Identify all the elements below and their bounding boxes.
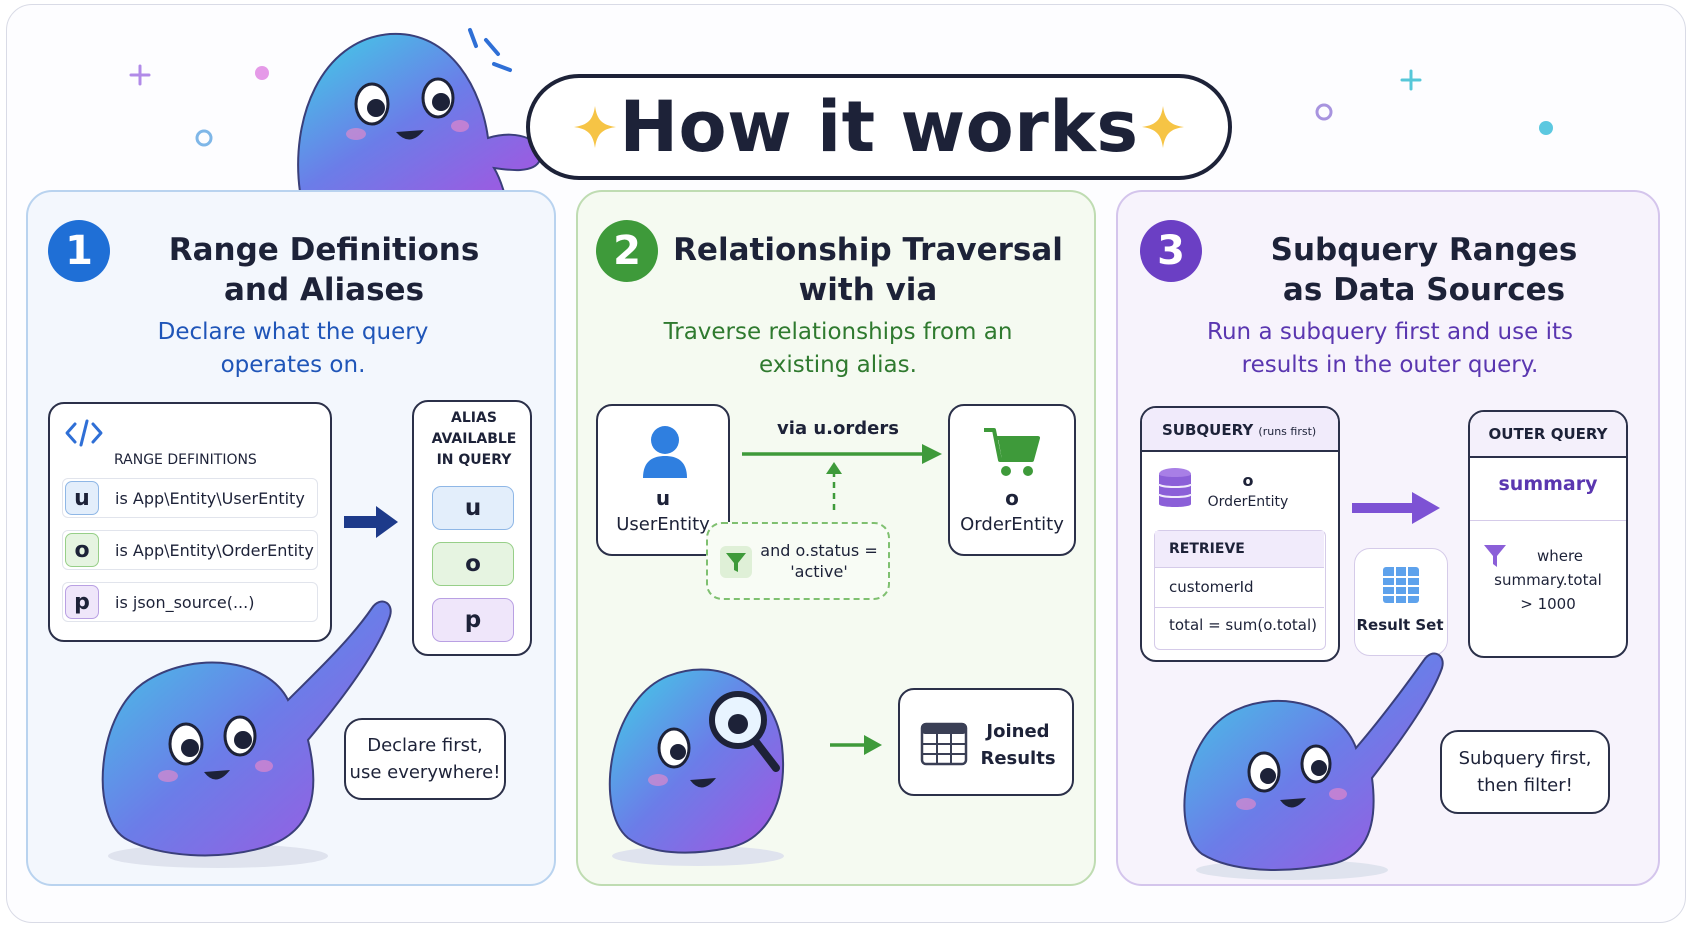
alias-chip: o <box>65 533 99 567</box>
filter-condition: and o.status = 'active' <box>760 541 878 581</box>
range-row-text: is App\Entity\UserEntity <box>115 488 305 508</box>
retrieve-table: RETRIEVE customerId total = sum(o.total) <box>1154 530 1326 650</box>
outer-where-clause: where summary.total > 1000 <box>1494 547 1602 613</box>
alias-chip: p <box>65 585 99 619</box>
confetti-dot-1 <box>255 66 269 80</box>
mascot-top <box>297 32 542 193</box>
speech-bubble: Declare first, use everywhere! <box>344 718 506 800</box>
alias-u: u <box>432 486 514 530</box>
range-definitions-label: RANGE DEFINITIONS <box>114 452 257 468</box>
filter-icon <box>720 546 752 578</box>
panel-subtitle: Traverse relationships from an existing … <box>598 316 1078 382</box>
step-number-3: 3 <box>1140 220 1202 282</box>
panel-relationship-traversal: 2 Relationship Traversal with via Traver… <box>576 190 1096 886</box>
via-label: via u.orders <box>777 418 899 439</box>
speech-bubble: Subquery first, then filter! <box>1440 730 1610 814</box>
database-icon <box>1158 468 1192 507</box>
retrieve-row: customerId <box>1169 578 1254 596</box>
target-alias: o <box>1005 486 1019 510</box>
alias-available-box: ALIAS AVAILABLE IN QUERY u o p <box>412 400 532 656</box>
subquery-box: SUBQUERY (runs first) o OrderEntity RETR… <box>1140 406 1340 662</box>
alias-o: o <box>432 542 514 586</box>
title-pill: How it works <box>526 74 1232 180</box>
code-icon <box>65 419 103 447</box>
confetti-ring-1 <box>195 129 213 147</box>
joined-results-box: Joined Results <box>898 688 1074 796</box>
page-title: How it works <box>619 86 1139 168</box>
subquery-header <box>1142 408 1338 452</box>
panel-subtitle: Declare what the query operates on. <box>58 316 528 382</box>
confetti-dot-2 <box>1539 121 1553 135</box>
panel-heading: Relationship Traversal with via <box>658 230 1078 310</box>
table-icon <box>920 722 968 766</box>
range-row-text: is json_source(...) <box>115 592 255 612</box>
heading-line-1: Relationship Traversal <box>673 232 1063 268</box>
cart-icon <box>984 428 1040 476</box>
result-set-label: Result Set <box>1356 616 1444 634</box>
subtitle-line-1: Traverse relationships from an <box>663 319 1013 345</box>
heading-line-2: and Aliases <box>223 272 425 308</box>
alias-available-label: ALIAS AVAILABLE IN QUERY <box>431 410 517 468</box>
panel-subtitle: Run a subquery first and use its results… <box>1148 316 1632 382</box>
table-icon <box>1383 567 1419 603</box>
alias-p: p <box>432 598 514 642</box>
subtitle-line-1: Declare what the query <box>157 319 429 345</box>
outer-query-label: OUTER QUERY <box>1488 425 1608 443</box>
subtitle-line-2: results in the outer query. <box>1241 352 1539 378</box>
subtitle-line-1: Run a subquery first and use its <box>1207 319 1573 345</box>
right-arrow-icon <box>1352 492 1440 524</box>
range-definitions-box: RANGE DEFINITIONS u is App\Entity\UserEn… <box>48 402 332 642</box>
confetti-plus-1 <box>129 64 151 86</box>
heading-line-1: Subquery Ranges <box>1270 232 1578 268</box>
range-row-text: is App\Entity\OrderEntity <box>115 540 314 560</box>
mascot-magnifier <box>608 668 784 866</box>
confetti-ring-2 <box>1315 103 1333 121</box>
panel-range-definitions: 1 Range Definitions and Aliases Declare … <box>26 190 556 886</box>
confetti-plus-2 <box>1400 69 1422 91</box>
outer-divider <box>1470 520 1626 521</box>
row-divider <box>1155 607 1324 608</box>
subtitle-line-2: existing alias. <box>759 352 917 378</box>
range-row-o: o is App\Entity\OrderEntity <box>62 530 318 570</box>
retrieve-label: RETRIEVE <box>1169 541 1245 557</box>
joined-results-label: Joined Results <box>980 721 1056 769</box>
step-number-1: 1 <box>48 220 110 282</box>
panel-heading: Subquery Ranges as Data Sources <box>1214 230 1634 310</box>
retrieve-header <box>1155 531 1324 568</box>
target-entity: OrderEntity <box>960 514 1064 535</box>
panel-heading: Range Definitions and Aliases <box>124 230 524 310</box>
heading-line-1: Range Definitions <box>168 232 480 268</box>
retrieve-row: total = sum(o.total) <box>1169 616 1318 634</box>
subquery-alias: o <box>1242 471 1254 490</box>
heading-line-2: with via <box>798 272 938 308</box>
sparkle-icon <box>574 106 616 148</box>
user-icon <box>643 426 687 478</box>
filter-icon <box>1484 545 1506 567</box>
source-entity: UserEntity <box>616 514 710 535</box>
step-number-2: 2 <box>596 220 658 282</box>
order-entity-box: o OrderEntity <box>948 404 1076 556</box>
result-set-box: Result Set <box>1354 548 1448 656</box>
right-arrow-icon <box>830 735 882 755</box>
panel-subquery-ranges: 3 Subquery Ranges as Data Sources Run a … <box>1116 190 1660 886</box>
subquery-label: SUBQUERY (runs first) <box>1162 421 1317 439</box>
excite-lines <box>468 28 512 72</box>
outer-query-header <box>1470 412 1626 458</box>
outer-alias: summary <box>1498 473 1598 495</box>
traversal-arrows <box>742 444 942 510</box>
mascot-pointing <box>1183 652 1444 880</box>
sparkle-icon <box>1142 106 1184 148</box>
outer-query-box: OUTER QUERY summary where summary.total … <box>1468 410 1628 658</box>
heading-line-2: as Data Sources <box>1282 272 1566 308</box>
range-row-u: u is App\Entity\UserEntity <box>62 478 318 518</box>
subtitle-line-2: operates on. <box>220 352 366 378</box>
alias-chip: u <box>65 481 99 515</box>
source-alias: u <box>655 486 671 510</box>
filter-box: and o.status = 'active' <box>706 522 890 600</box>
mascot-pointing <box>101 600 392 868</box>
subquery-entity: OrderEntity <box>1207 494 1289 510</box>
range-row-p: p is json_source(...) <box>62 582 318 622</box>
right-arrow-icon <box>344 506 398 538</box>
